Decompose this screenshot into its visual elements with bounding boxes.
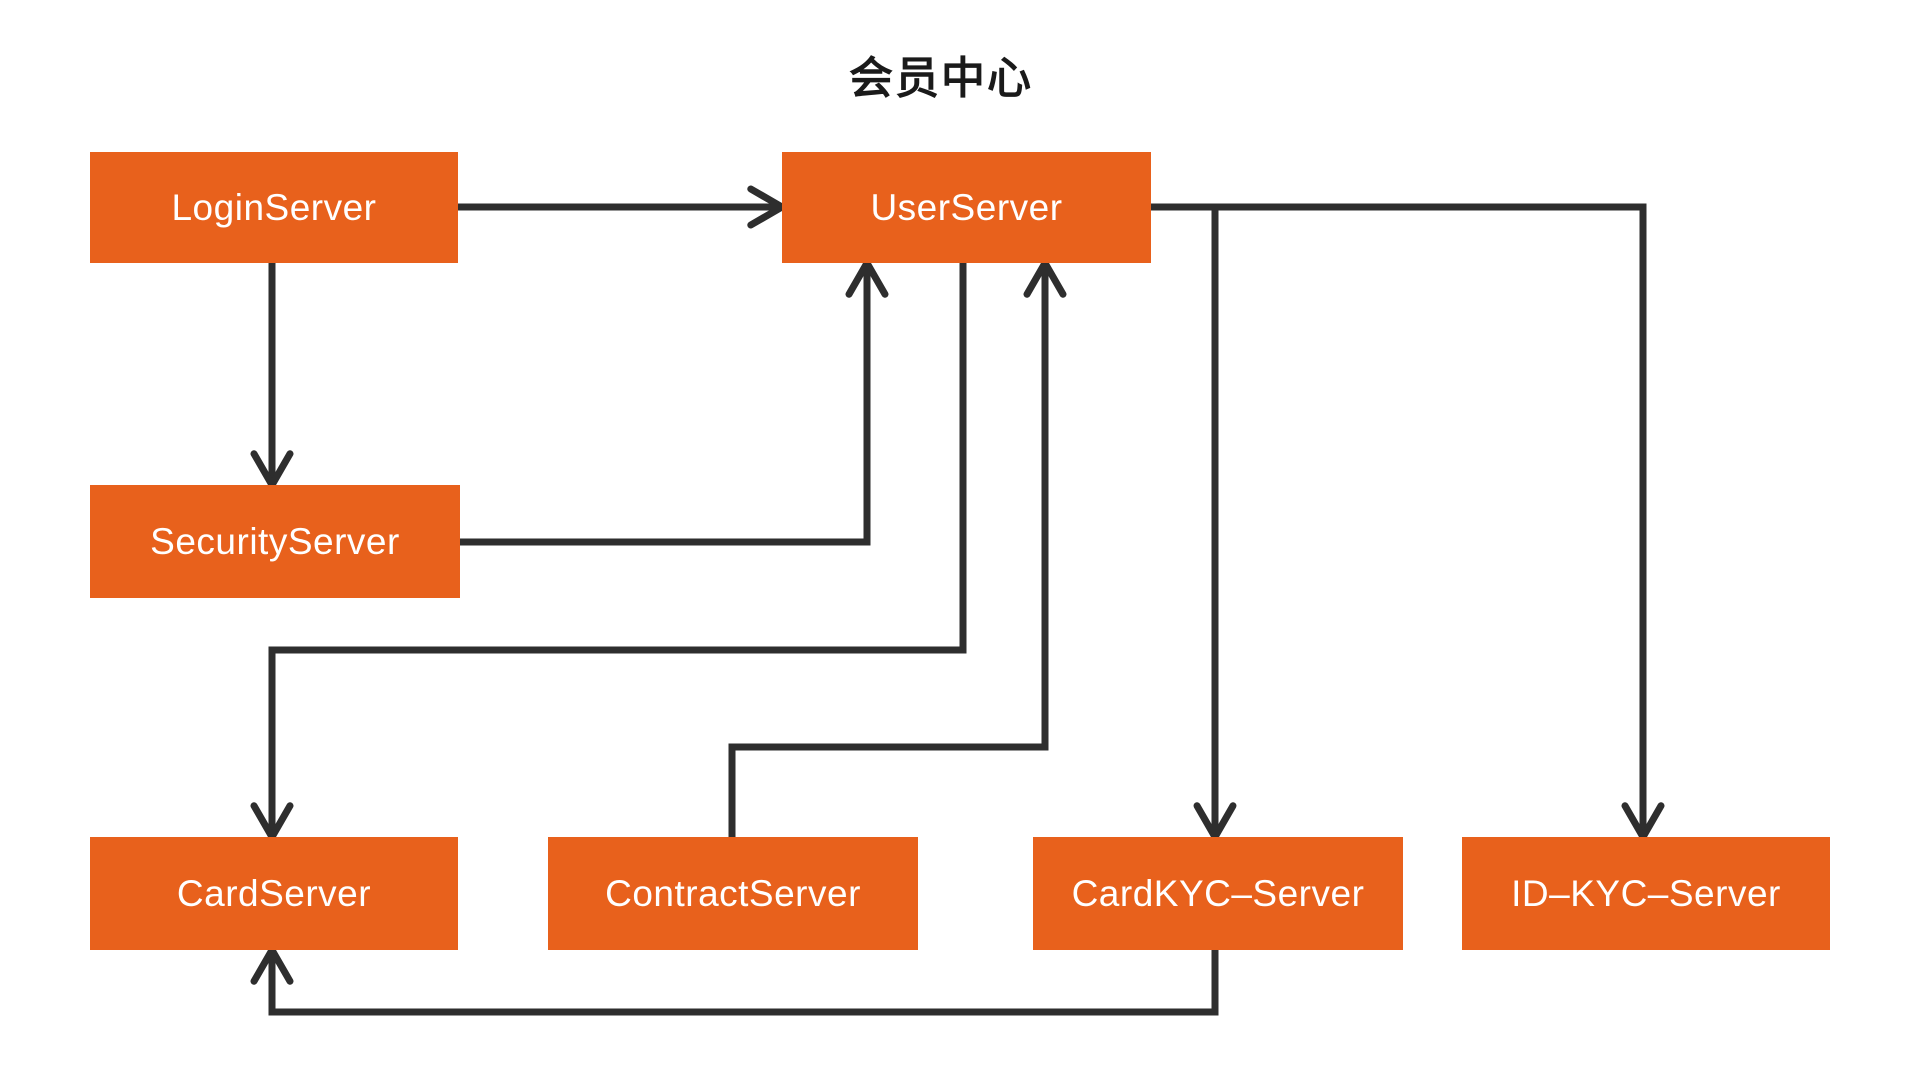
node-card-server: CardServer bbox=[90, 837, 458, 950]
edge-user-to-idkyc bbox=[1151, 203, 1647, 837]
diagram-title: 会员中心 bbox=[849, 54, 1033, 103]
node-security-server: SecurityServer bbox=[90, 485, 460, 598]
node-user-server: UserServer bbox=[782, 152, 1151, 263]
edge-contract-to-user bbox=[728, 263, 1049, 837]
edge-cardkyc-to-card bbox=[268, 950, 1219, 1016]
edge-security-to-user bbox=[460, 263, 871, 546]
node-login-server: LoginServer bbox=[90, 152, 458, 263]
arrowhead-cardkyc-to-card bbox=[250, 946, 294, 985]
node-cardkyc-server: CardKYC–Server bbox=[1033, 837, 1403, 950]
edge-user-to-card bbox=[268, 263, 967, 837]
node-id-kyc-server: ID–KYC–Server bbox=[1462, 837, 1830, 950]
arrowhead-security-to-user bbox=[845, 259, 889, 298]
node-contract-server: ContractServer bbox=[548, 837, 918, 950]
arrowhead-contract-to-user bbox=[1023, 259, 1067, 298]
